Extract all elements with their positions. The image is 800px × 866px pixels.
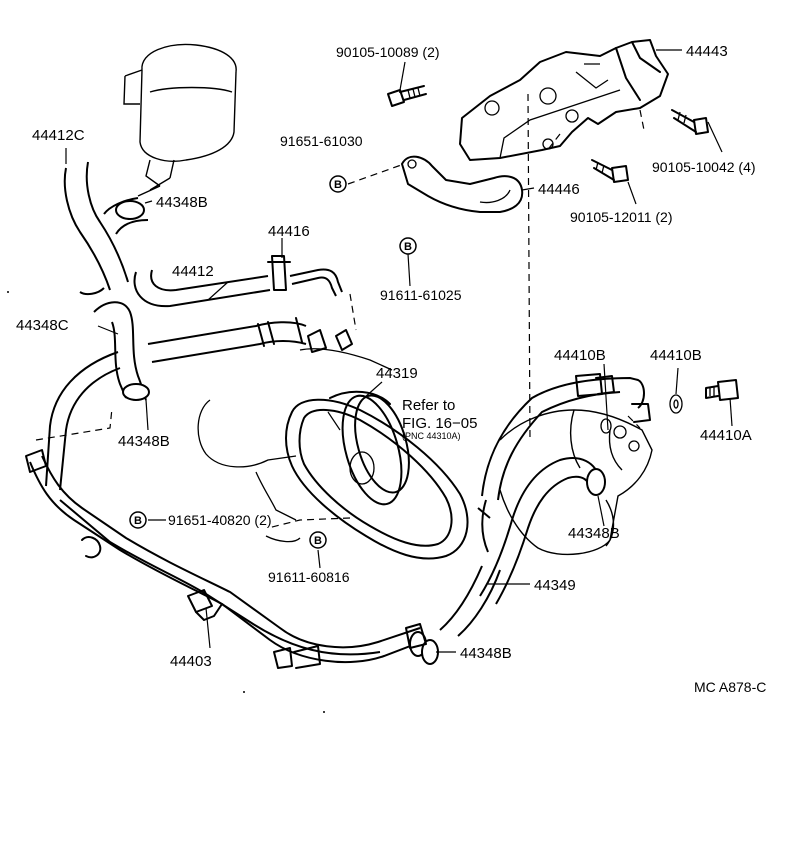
label-91611-60816: 91611-60816 — [268, 569, 350, 585]
pump-bracket-icon — [459, 39, 669, 161]
label-90105-12011: 90105-12011 (2) — [570, 209, 672, 225]
label-90105-10042: 90105-10042 (4) — [652, 159, 756, 175]
svg-text:B: B — [134, 515, 142, 527]
label-44410b-a: 44410B — [554, 347, 606, 364]
label-refer-to: Refer to — [402, 397, 455, 414]
label-44348b-bottom: 44348B — [460, 645, 512, 662]
label-44403: 44403 — [170, 653, 212, 670]
pump-body-icon — [499, 409, 653, 556]
label-44410a: 44410A — [700, 427, 752, 444]
label-90105-10089: 90105-10089 (2) — [336, 44, 440, 60]
label-44412c: 44412C — [32, 127, 85, 144]
svg-text:B: B — [334, 179, 342, 191]
label-44410b-b: 44410B — [650, 347, 702, 364]
bolt-icon — [387, 85, 739, 401]
label-44416: 44416 — [268, 223, 310, 240]
bolt-marker-2: B — [399, 237, 417, 255]
svg-text:B: B — [404, 241, 412, 253]
label-91651-40820: 91651-40820 (2) — [168, 512, 272, 528]
bolt-marker-1: B — [329, 175, 347, 193]
label-44349: 44349 — [534, 577, 576, 594]
label-91651-61030: 91651-61030 — [280, 133, 363, 149]
label-pnc-ref: (PNC 44310A) — [402, 431, 461, 441]
support-stay-icon — [401, 155, 524, 213]
label-44412: 44412 — [172, 263, 214, 280]
label-fig-ref: FIG. 16−05 — [402, 415, 477, 432]
hose-icon — [25, 161, 651, 669]
bolt-marker-4: B — [309, 531, 327, 549]
label-44348b-left: 44348B — [118, 433, 170, 450]
diagram-code: MC A878-C — [694, 679, 766, 695]
label-91611-61025: 91611-61025 — [380, 287, 462, 303]
dashed-leaders — [35, 93, 645, 529]
labels: 44412C 44348B 44412 44416 44348C 44348B … — [16, 43, 766, 695]
washer-icon — [600, 394, 683, 434]
label-44446: 44446 — [538, 181, 580, 198]
label-44319: 44319 — [376, 365, 418, 382]
reservoir-icon — [123, 43, 237, 197]
engine-outline — [197, 348, 393, 543]
label-44443: 44443 — [686, 43, 728, 60]
label-44348b-right: 44348B — [568, 525, 620, 542]
svg-text:B: B — [314, 535, 322, 547]
pulley-icon — [285, 390, 469, 560]
scan-specks — [7, 291, 325, 713]
label-44348b-top: 44348B — [156, 194, 208, 211]
label-44348c: 44348C — [16, 317, 69, 334]
leader-lines — [65, 49, 733, 653]
bolt-marker-3: B — [129, 511, 147, 529]
